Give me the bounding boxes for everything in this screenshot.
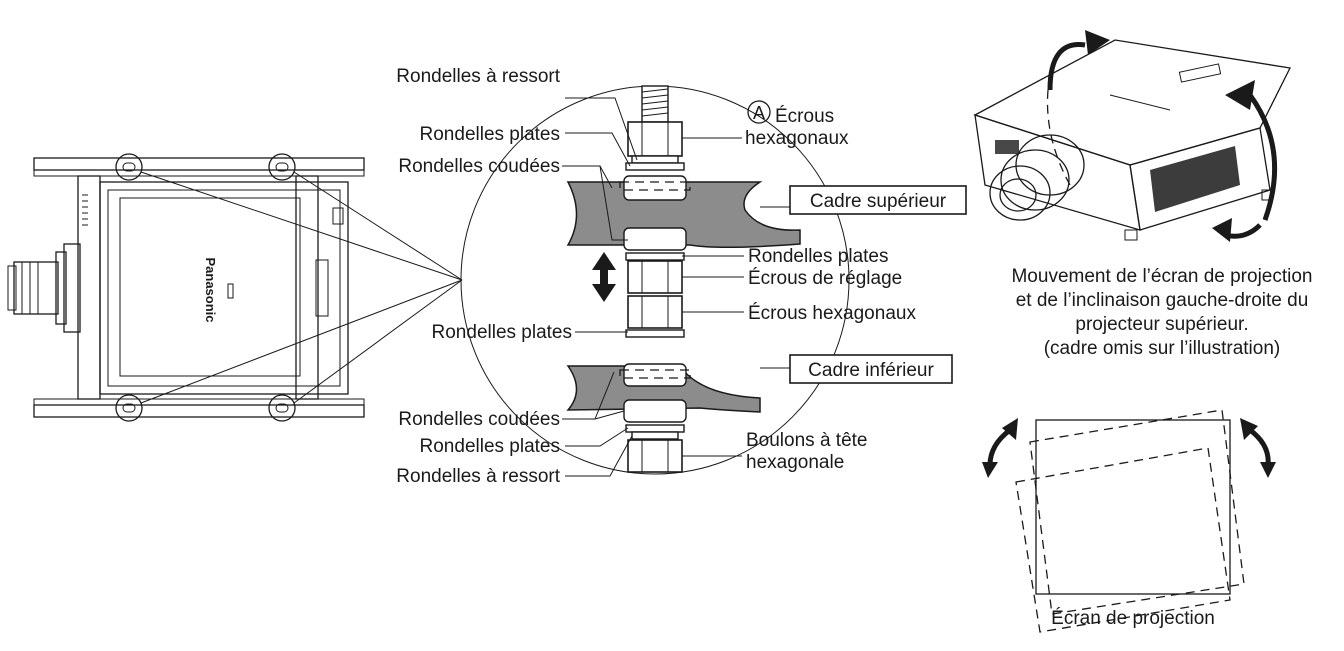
svg-text:et de l’inclinaison gauche-dro: et de l’inclinaison gauche-droite du [1016,290,1309,311]
label-rondelles-plates-4: Rondelles plates [420,436,560,457]
label-ecrous-reglage: Écrous de réglage [748,268,902,289]
marker-a: A [747,100,771,124]
label-rondelles-ressort-bottom: Rondelles à ressort [396,466,560,487]
label-rondelles-ressort-top: Rondelles à ressort [396,66,560,87]
label-rondelles-coudees-top: Rondelles coudées [398,156,560,177]
label-rondelles-coudees-bottom: Rondelles coudées [398,409,560,430]
svg-text:A: A [753,103,765,123]
screen-caption: Écran de projection [1051,608,1215,629]
label-rondelles-plates-3: Rondelles plates [432,322,572,343]
label-ecrous-hex-a-2: hexagonaux [745,128,849,149]
label-ecrous-hex-a-1: Écrous [775,106,834,127]
label-cadre-superieur: Cadre supérieur [810,191,947,212]
svg-text:(cadre omis sur l’illustration: (cadre omis sur l’illustration) [1044,338,1281,359]
frame-top-view: Panasonic [7,153,463,422]
svg-text:projecteur supérieur.: projecteur supérieur. [1075,314,1248,335]
label-boulons-2: hexagonale [746,452,844,473]
label-rondelles-plates-1: Rondelles plates [420,124,560,145]
brand-logo: Panasonic [203,257,218,322]
label-rondelles-plates-2: Rondelles plates [748,246,888,267]
adjust-arrow-icon [592,252,616,302]
label-ecrous-hex-2: Écrous hexagonaux [748,303,916,324]
label-boulons-1: Boulons à tête [746,430,867,451]
projector-caption: Mouvement de l’écran de projection et de… [1011,266,1312,359]
svg-text:Mouvement de l’écran de projec: Mouvement de l’écran de projection [1011,266,1312,287]
label-cadre-inferieur: Cadre inférieur [808,360,934,381]
screen-illustration [982,409,1276,633]
cadre-superieur-box [789,185,967,215]
projector-illustration [973,30,1291,242]
bolt-detail: Rondelles à ressort Rondelles plates Ron… [396,66,967,487]
cadre-inferieur-box [789,354,953,384]
